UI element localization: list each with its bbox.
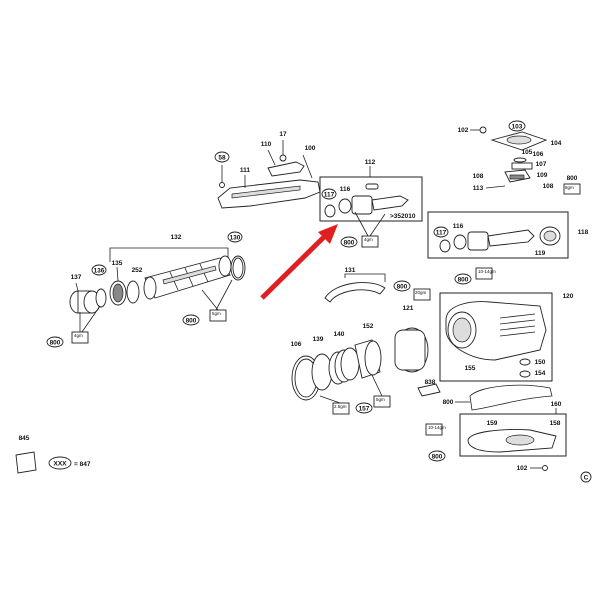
callout-157: 800 [443,399,454,406]
svg-text:2.5gm: 2.5gm [334,404,347,409]
grease-tag-c: 5gm [209,309,227,322]
grease-tag-i: 10-14gm [425,423,446,436]
svg-text:4gm: 4gm [364,237,373,242]
callout-116a: 116 [340,186,351,193]
callout-104: 104 [551,140,562,147]
callout-109: 109 [537,172,548,179]
copyright-mark: C [580,471,592,483]
callout-106b: 106 [291,341,302,348]
callout-100: 100 [305,145,316,152]
svg-text:XXX: XXX [53,461,67,468]
svg-text:136: 136 [94,268,105,275]
callout-160: 160 [551,401,562,408]
callout-152: 154 [535,370,546,377]
svg-text:20gm: 20gm [415,290,427,295]
callout-102b: 102 [517,465,528,472]
callout-132: 132 [171,234,182,241]
callout-137: 137 [71,274,82,281]
callout-155: 150 [535,359,546,366]
svg-text:10-14gm: 10-14gm [478,269,496,274]
callout-135: 135 [112,260,123,267]
legend-xxx: XXX [48,456,72,470]
svg-text:800: 800 [432,454,443,461]
callout-106: 106 [533,151,544,158]
callout-117b: 117 [433,226,449,238]
callout-111: 111 [240,167,251,174]
callout-845: 845 [19,435,30,442]
callout-17: 17 [279,131,287,138]
callout-154: 155 [465,365,476,372]
callout-800e: 800 [454,273,472,285]
callout-800c: 800 [182,314,200,326]
callout-121: 121 [403,305,414,312]
label-352010: >352010 [390,213,416,220]
callout-800g: 157 [355,402,373,414]
callout-140: 140 [334,331,345,338]
grease-tag-f: 20gm [413,288,431,301]
callout-117a: 117 [321,188,337,200]
callout-800h: 800 [428,450,446,462]
callout-119: 119 [535,250,546,257]
callout-108b: 108 [543,183,554,190]
svg-text:117: 117 [324,192,335,199]
grease-tag-b: 4gm [71,331,89,344]
svg-text:117: 117 [436,230,447,237]
callout-159: 159 [487,420,498,427]
svg-text:C: C [584,475,589,482]
callout-252: 252 [132,267,143,274]
svg-text:800: 800 [458,277,469,284]
svg-text:800: 800 [567,175,578,182]
svg-text:800: 800 [186,318,197,325]
callout-139: 139 [313,336,324,343]
callout-107: 107 [536,161,547,168]
callout-800b: 800 [46,336,64,348]
grease-tag-a: 4gm [361,235,379,248]
svg-text:8gm: 8gm [565,185,574,190]
svg-text:157: 157 [359,406,370,413]
callout-158: 158 [550,420,561,427]
callout-131: 131 [345,267,356,274]
callout-130: 130 [227,231,243,243]
svg-text:10-14gm: 10-14gm [428,425,446,430]
svg-text:130: 130 [230,235,241,242]
svg-text:800: 800 [50,340,61,347]
grease-tag-g: 2.5gm [332,402,350,415]
callout-102a: 102 [458,127,469,134]
callout-105: 105 [522,149,533,156]
red-arrow-icon [260,224,338,300]
motor-housing-box [439,292,553,382]
callout-58: 58 [214,151,230,163]
grease-tag-h: 5gm [373,395,391,408]
legend-847: = 847 [74,461,91,468]
svg-text:5gm: 5gm [376,397,385,402]
callout-118: 118 [578,229,589,236]
callout-120: 120 [563,293,574,300]
callout-136: 136 [91,264,107,276]
grease-tag-d: 8gm [563,183,581,195]
piston-kit-box [319,176,423,222]
callout-150: 152 [363,323,374,330]
callout-110: 110 [261,141,272,148]
svg-text:800: 800 [397,284,408,291]
svg-text:103: 103 [512,124,523,131]
callout-800d: 800 [567,175,578,182]
callout-103: 103 [508,120,526,132]
cover-assembly [217,140,321,209]
svg-text:58: 58 [218,155,226,162]
gear-kit-box [427,211,569,259]
bottom-cover-box [459,413,567,457]
svg-text:5gm: 5gm [212,311,221,316]
callout-108a: 108 [473,173,484,180]
callout-800a: 800 [340,236,358,248]
callout-113: 113 [473,185,484,192]
callout-800f: 800 [393,280,411,292]
callout-112: 112 [365,159,376,166]
callout-838: 838 [425,379,436,386]
housing-vents [499,313,536,337]
grease-tag-e: 10-14gm [475,267,496,280]
svg-text:4gm: 4gm [74,333,83,338]
callout-116b: 116 [453,223,464,230]
svg-text:800: 800 [344,240,355,247]
